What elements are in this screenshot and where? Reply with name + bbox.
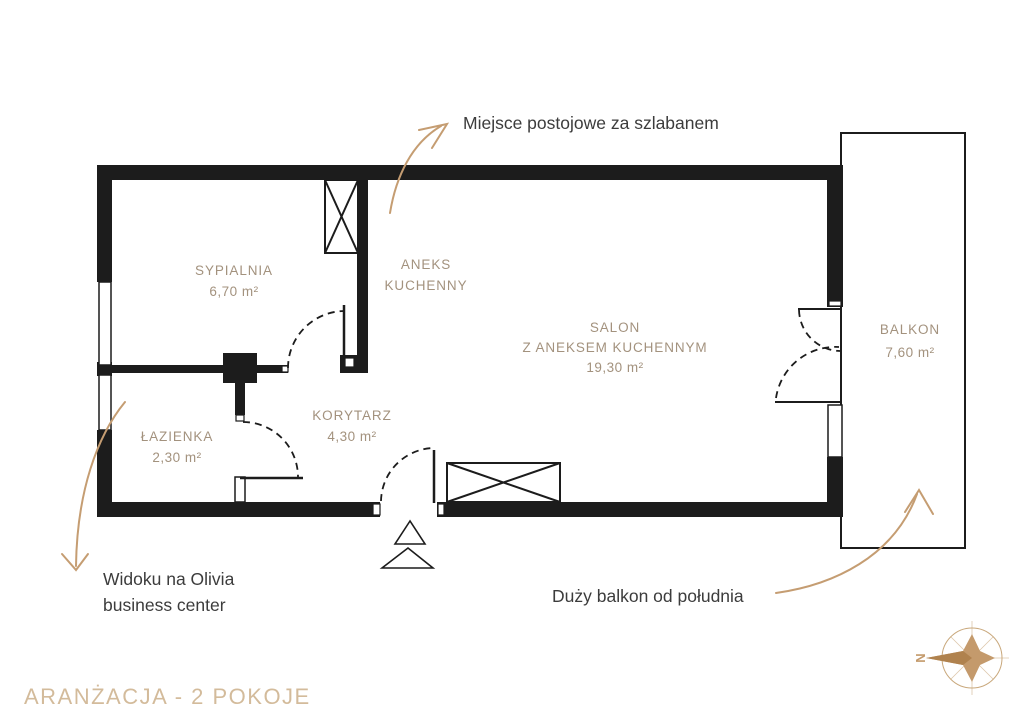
jamb-balcony-door: [828, 300, 842, 307]
arrow-parking: [389, 125, 442, 214]
room-name: KORYTARZ: [312, 408, 392, 423]
compass-north-label: N: [913, 653, 928, 662]
wall-thin-lazienka: [234, 476, 246, 503]
doors: [240, 305, 841, 503]
door-arc-entrance: [380, 447, 435, 502]
windows: [98, 281, 843, 503]
balcony-outline: [840, 132, 966, 549]
window-lazienka: [98, 374, 112, 431]
room-area: 4,30 m²: [327, 429, 377, 444]
window-salon: [827, 404, 843, 458]
entrance-marker-icon: [379, 519, 436, 569]
arrow-balcony: [775, 493, 918, 594]
wall-left-upper: [97, 165, 112, 282]
room-area: 6,70 m²: [209, 284, 259, 299]
door-arc-balcony-upper: [798, 309, 841, 352]
arrow-view: [75, 401, 126, 567]
walls: [97, 165, 843, 517]
entrance-triangle-large: [379, 546, 436, 569]
room-area: 2,30 m²: [152, 450, 202, 465]
watermark-text: ARANŻACJA - 2 POKOJE: [24, 684, 311, 709]
room-name: ŁAZIENKA: [140, 429, 214, 444]
room-name: SALON: [589, 320, 641, 335]
room-label-balkon: BALKON 7,60 m²: [845, 318, 975, 364]
room-name: KUCHENNY: [384, 278, 468, 293]
wall-bottom-left: [97, 502, 380, 517]
room-label-korytarz: KORYTARZ 4,30 m²: [277, 405, 427, 447]
wall-lazienka-east: [235, 383, 245, 415]
door-jambs: [235, 300, 842, 516]
wall-right-upper: [827, 165, 843, 307]
wall-right-lower: [827, 457, 843, 517]
room-area: 19,30 m²: [586, 360, 644, 375]
arrow-view-head-icon: [61, 553, 89, 572]
door-arc-lazienka: [242, 421, 299, 478]
room-name: Z ANEKSEM KUCHENNYM: [522, 340, 708, 355]
wall-pillar: [223, 353, 257, 383]
entrance-triangle-small: [393, 519, 427, 545]
room-label-lazienka: ŁAZIENKA 2,30 m²: [102, 426, 252, 468]
wall-sypialnia-lazienka: [111, 365, 223, 373]
room-label-aneks: ANEKS KUCHENNY: [351, 254, 501, 296]
window-sypialnia: [98, 281, 112, 366]
note-parking: Miejsce postojowe za szlabanem: [463, 113, 719, 133]
room-area: 7,60 m²: [885, 345, 935, 360]
jamb-entrance-left: [372, 503, 381, 516]
wall-salon-divider: [357, 178, 368, 373]
room-label-sypialnia: SYPIALNIA 6,70 m²: [159, 260, 309, 302]
arrow-balcony-head-icon: [904, 488, 934, 515]
door-arc-balcony-lower: [775, 346, 840, 399]
annotation-arrows: [61, 122, 934, 594]
compass-star-shadow: [926, 651, 972, 665]
wall-left-lower: [97, 430, 112, 517]
jamb-entrance-right: [437, 503, 445, 516]
note-balcony: Duży balkon od południa: [552, 586, 744, 606]
compass-icon: N: [913, 621, 1009, 695]
room-name: BALKON: [879, 322, 941, 337]
wall-top: [97, 165, 843, 180]
wall-bottom-right: [437, 502, 843, 517]
arrow-parking-head-icon: [418, 122, 450, 149]
door-arc-sypialnia: [287, 310, 345, 369]
jamb-sypialnia-door: [281, 365, 289, 373]
note-view-line2: business center: [103, 595, 226, 615]
jamb-divider-foot: [344, 357, 355, 368]
wardrobe-cross-2: [446, 462, 561, 503]
jamb-lazienka-door: [235, 414, 245, 422]
room-name: ANEKS: [400, 257, 452, 272]
room-label-salon: SALON Z ANEKSEM KUCHENNYM 19,30 m²: [490, 318, 740, 378]
note-view-line1: Widoku na Olivia: [103, 569, 235, 589]
wall-sypialnia-korytarz: [257, 365, 288, 373]
fixtures: [324, 179, 561, 503]
room-name: SYPIALNIA: [195, 263, 273, 278]
note-view: Widoku na Olivia business center: [103, 566, 234, 618]
vent-shaft-cross-2: [324, 179, 359, 254]
